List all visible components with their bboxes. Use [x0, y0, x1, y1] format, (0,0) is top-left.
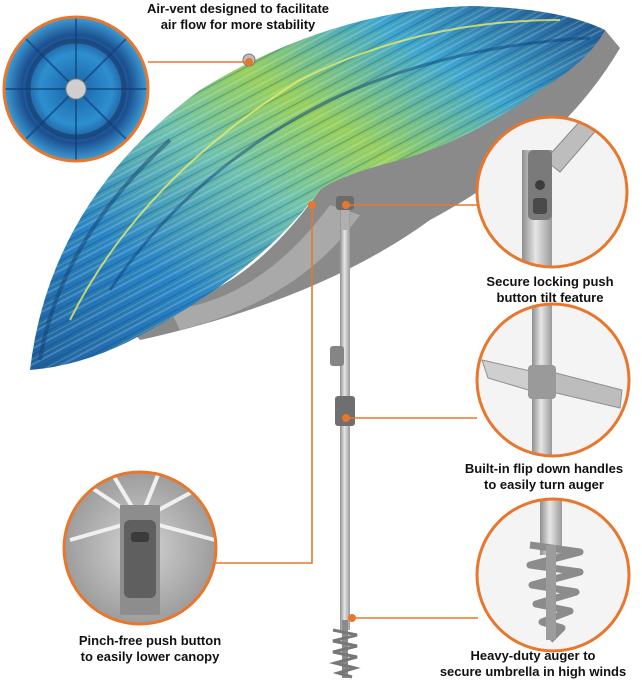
pinch-button-closeup	[62, 470, 218, 626]
auger-screw	[329, 620, 361, 679]
pinch-caption: Pinch-free push button to easily lower c…	[40, 633, 260, 665]
auger-caption-line1: Heavy-duty auger to	[470, 648, 596, 663]
air-vent-caption: Air-vent designed to facilitate air flow…	[118, 1, 358, 33]
air-vent-caption-line2: air flow for more stability	[160, 17, 316, 32]
callout-dots	[245, 58, 356, 622]
tilt-hinge-closeup	[475, 115, 629, 269]
pinch-caption-line2: to easily lower canopy	[80, 649, 220, 664]
auger-caption-line2: secure umbrella in high winds	[439, 664, 627, 679]
auger-closeup	[475, 497, 631, 653]
air-vent-caption-line1: Air-vent designed to facilitate	[146, 1, 330, 16]
tilt-caption-line1: Secure locking push	[486, 274, 614, 289]
handles-caption-line2: to easily turn auger	[484, 477, 604, 492]
handles-caption: Built-in flip down handles to easily tur…	[446, 461, 642, 493]
tilt-caption: Secure locking push button tilt feature	[460, 274, 640, 306]
auger-caption: Heavy-duty auger to secure umbrella in h…	[424, 648, 642, 680]
pinch-caption-line1: Pinch-free push button	[78, 633, 222, 648]
tilt-caption-line2: button tilt feature	[496, 290, 604, 305]
flip-handles-closeup	[475, 302, 631, 458]
air-vent-closeup	[2, 15, 150, 163]
callout-lines	[148, 61, 478, 619]
handles-caption-line1: Built-in flip down handles	[464, 461, 624, 476]
